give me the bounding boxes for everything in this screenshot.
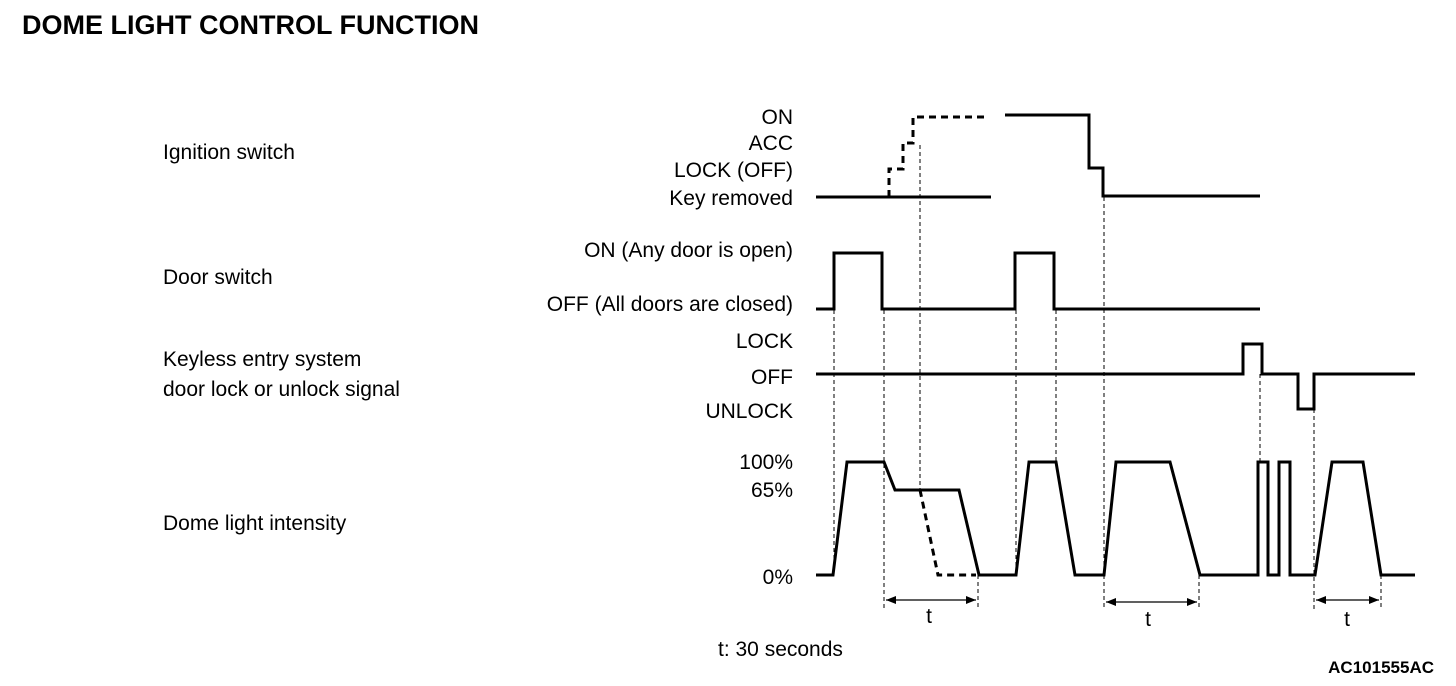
dome-level-65: 65%: [751, 479, 793, 502]
keyless-entry-label-line2: door lock or unlock signal: [163, 378, 400, 401]
door-state-on: ON (Any door is open): [584, 239, 793, 262]
ignition-state-key-removed: Key removed: [669, 187, 793, 210]
ignition-key-insertion-dashed: [887, 115, 986, 197]
dome-light-waveform: [816, 460, 1415, 577]
ignition-state-acc: ACC: [749, 132, 793, 155]
ignition-switch-waveform: [816, 113, 1260, 199]
keyless-state-lock: LOCK: [736, 330, 793, 353]
interval-note: t: 30 seconds: [718, 638, 843, 661]
ignition-state-lock-off: LOCK (OFF): [674, 159, 793, 182]
keyless-state-unlock: UNLOCK: [705, 400, 793, 423]
diagram-title: DOME LIGHT CONTROL FUNCTION: [22, 10, 479, 40]
interval-dimension-3: [1316, 596, 1379, 604]
interval-dimension-1: [886, 596, 976, 604]
interval-label-1: t: [926, 605, 932, 628]
keyless-entry-label-line1: Keyless entry system: [163, 348, 361, 371]
door-switch-waveform: [816, 251, 1260, 311]
ignition-state-on: ON: [762, 106, 794, 129]
dome-level-100: 100%: [739, 451, 793, 474]
figure-code: AC101555AC: [1328, 658, 1434, 677]
interval-dimension-2: [1106, 598, 1197, 606]
dome-intensity-line: [816, 460, 1415, 577]
dome-level-0: 0%: [763, 566, 793, 589]
keyless-entry-waveform: [816, 342, 1415, 411]
door-switch-label: Door switch: [163, 266, 273, 289]
interval-label-3: t: [1344, 608, 1350, 631]
dome-light-intensity-label: Dome light intensity: [163, 512, 347, 535]
dome-early-fade-dashed: [918, 489, 976, 577]
keyless-state-off: OFF: [751, 366, 793, 389]
door-state-off: OFF (All doors are closed): [547, 293, 793, 316]
interval-label-2: t: [1145, 608, 1151, 631]
timing-guides: [833, 145, 1382, 610]
ignition-switch-off-line: [1005, 113, 1260, 198]
ignition-switch-label: Ignition switch: [163, 141, 295, 164]
